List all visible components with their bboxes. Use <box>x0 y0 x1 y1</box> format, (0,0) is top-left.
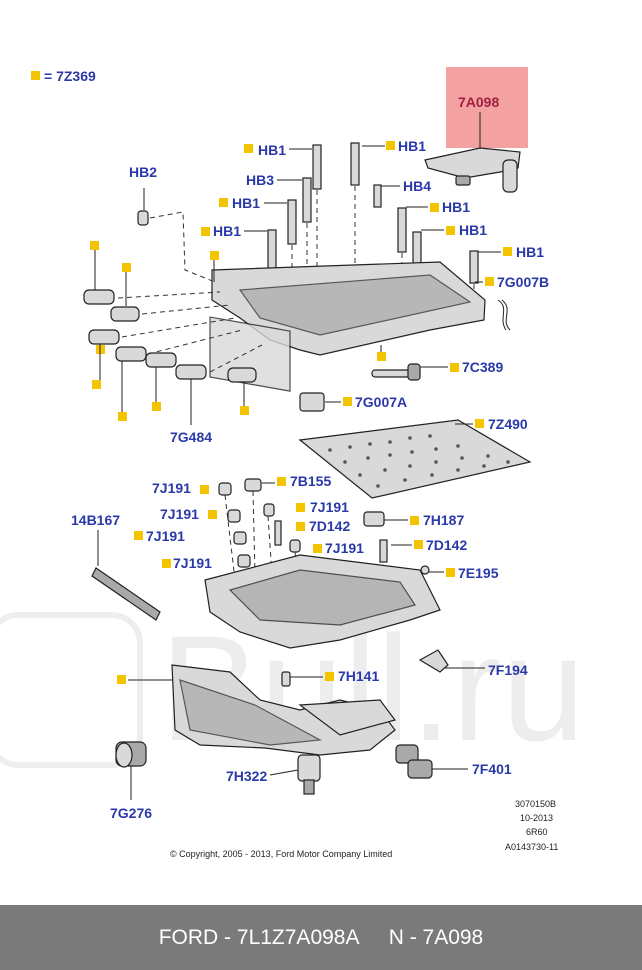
label-7j191-e: 7J191 <box>325 540 364 556</box>
upper-bolts <box>137 142 479 284</box>
label-7j191-d: 7J191 <box>146 528 185 544</box>
upper-valve-body <box>209 261 486 392</box>
gasket-14b167 <box>91 530 161 621</box>
part-7g276 <box>115 741 147 768</box>
doc-info-line2: 10-2013 <box>520 813 553 823</box>
doc-info-line4: A0143730-11 <box>505 842 558 852</box>
cover-part-7a098 <box>424 147 521 193</box>
label-hb3: HB3 <box>246 172 274 188</box>
label-7e195: 7E195 <box>458 565 499 581</box>
label-hb1-c: HB1 <box>232 195 260 211</box>
solenoid-group-7g484 <box>83 289 263 383</box>
label-7h322: 7H322 <box>226 768 267 784</box>
label-hb1-a: HB1 <box>258 142 286 158</box>
label-7c389: 7C389 <box>462 359 503 375</box>
footer-part-code: N - 7A098 <box>388 925 484 949</box>
clip-7g007b <box>497 299 511 331</box>
separator-plate-7z490 <box>298 419 532 499</box>
label-7f401: 7F401 <box>472 761 512 777</box>
copyright-text: © Copyright, 2005 - 2013, Ford Motor Com… <box>170 849 392 859</box>
doc-info-line3: 6R60 <box>526 827 548 837</box>
highlight-box <box>446 67 528 148</box>
label-7j191-c: 7J191 <box>310 499 349 515</box>
part-7g007a <box>299 392 325 412</box>
lower-valve-body <box>204 554 441 649</box>
label-7g007b: 7G007B <box>497 274 549 290</box>
part-7h322 <box>297 754 321 795</box>
label-hb1-e: HB1 <box>213 223 241 239</box>
label-7g007a: 7G007A <box>355 394 407 410</box>
bottom-valve-body <box>171 664 397 756</box>
label-hb2: HB2 <box>129 164 157 180</box>
label-7j191-f: 7J191 <box>173 555 212 571</box>
label-7d142-b: 7D142 <box>426 537 467 553</box>
legend-label: = 7Z369 <box>44 68 96 84</box>
label-7h187: 7H187 <box>423 512 464 528</box>
part-7h141 <box>281 671 291 687</box>
footer-bar: FORD - 7L1Z7A098A N - 7A098 <box>0 905 642 970</box>
label-7g276: 7G276 <box>110 805 152 821</box>
label-7b155: 7B155 <box>290 473 331 489</box>
rod-7c389 <box>371 363 421 381</box>
label-hb4: HB4 <box>403 178 431 194</box>
label-7h141: 7H141 <box>338 668 379 684</box>
label-7g484: 7G484 <box>170 429 212 445</box>
label-7j191-a: 7J191 <box>152 480 191 496</box>
exploded-parts-diagram: Bull.ru = 7Z369 7A098 <box>0 67 585 859</box>
label-7j191-b: 7J191 <box>160 506 199 522</box>
label-hb1-b: HB1 <box>398 138 426 154</box>
label-hb1-d: HB1 <box>442 199 470 215</box>
label-7z490: 7Z490 <box>488 416 528 432</box>
bracket-7f194 <box>418 649 449 673</box>
label-leaders <box>94 145 501 800</box>
label-hb1-f: HB1 <box>459 222 487 238</box>
footer-part-number: FORD - 7L1Z7A098A <box>158 925 360 949</box>
doc-info-line1: 3070150B <box>515 799 556 809</box>
label-7f194: 7F194 <box>488 662 528 678</box>
legend-marker <box>31 71 40 80</box>
label-7a098: 7A098 <box>458 94 499 110</box>
label-14b167: 14B167 <box>71 512 120 528</box>
label-hb1-g: HB1 <box>516 244 544 260</box>
label-7d142-a: 7D142 <box>309 518 350 534</box>
